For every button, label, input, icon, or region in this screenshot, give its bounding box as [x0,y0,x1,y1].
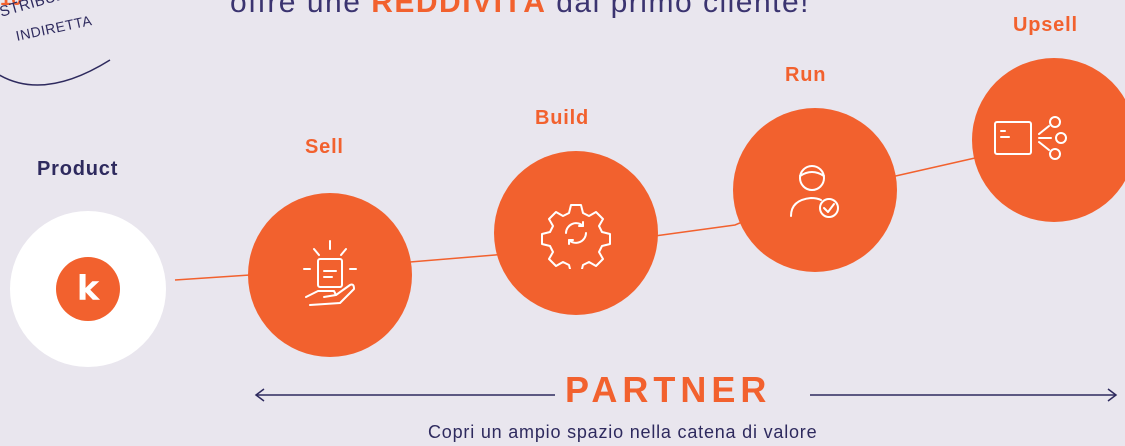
step-circle-product: k [10,211,166,367]
step-label-sell: Sell [305,136,344,158]
step-label-upsell: Upsell [1013,14,1078,36]
step-label-run: Run [785,64,827,86]
distribution-badge: 10 STRIBUZIONE INDIRETTA [0,0,130,110]
headline-prefix: offre une [230,0,372,19]
gear-icon [541,204,611,269]
badge-number: 10 [0,0,22,11]
step-circle-build [494,151,658,315]
step-label-product: Product [37,158,119,180]
partner-subtitle: Copri un ampio spazio nella catena di va… [428,422,818,442]
step-circle-run [733,108,897,272]
document-share-icon [994,116,1067,160]
step-label-build: Build [535,107,589,129]
user-check-icon [790,165,839,218]
step-circle-sell [248,193,412,357]
partner-range-arrows [254,388,1118,402]
headline: offre une REDDIVITÀ dal primo cliente! [230,0,810,20]
step-circle-upsell [972,58,1125,222]
hand-box-icon [303,240,357,306]
headline-suffix: dal primo cliente! [546,0,811,19]
badge-arc [0,59,111,86]
k-logo-icon: k [56,257,120,321]
partner-title: PARTNER [565,369,772,410]
headline-emphasis: REDDIVITÀ [371,0,547,19]
